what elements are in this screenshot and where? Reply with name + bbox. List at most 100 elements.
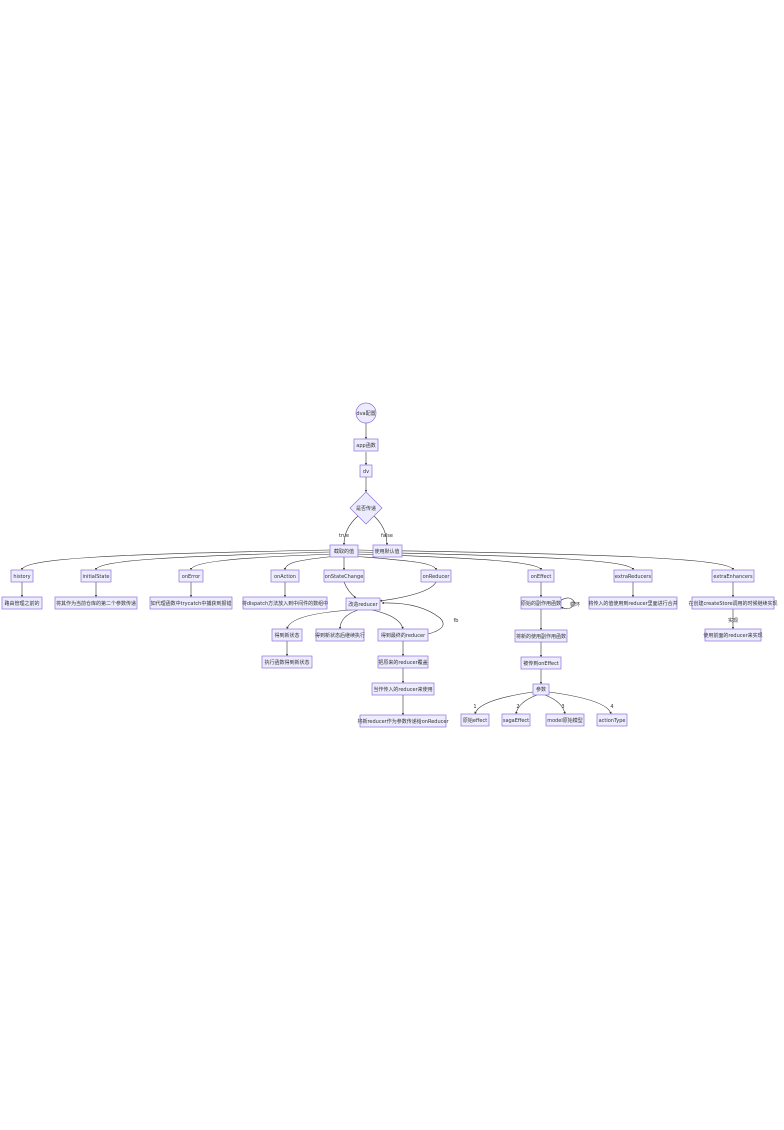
- node-initialstate-desc-label: 将其作为当前仓库的第二个参数传递: [56, 600, 136, 607]
- node-onstatechange-label: onStateChange: [325, 574, 364, 580]
- node-onerror: [178, 569, 204, 583]
- node-p3-label: model原始模型: [547, 717, 583, 724]
- node-r2: [315, 628, 365, 642]
- node-p1-label: 原始effect: [463, 717, 487, 724]
- node-onerror-desc-label: 如代理函数中trycatch中捕获到报错: [151, 600, 232, 607]
- node-r5-label: 当作传入的reducer来使用: [373, 686, 432, 693]
- node-onaction-desc: [242, 596, 328, 610]
- node-history-desc: [1, 596, 43, 610]
- node-defval-label: 使用默认值: [374, 548, 399, 555]
- edge-reducer-r1: [286, 609, 353, 630]
- edge-getval-onreducer: [351, 555, 438, 571]
- node-start-label: dva配置: [356, 411, 375, 417]
- label-n1: 1: [473, 704, 476, 710]
- node-onstatechange: [323, 569, 365, 583]
- label-impl: 实现: [728, 617, 738, 624]
- edge-getval-history: [20, 549, 331, 571]
- node-r6: [359, 714, 447, 728]
- node-p3: [545, 713, 585, 727]
- node-ef4-label: 参数: [536, 686, 546, 693]
- node-ef2: [514, 629, 568, 643]
- node-onaction-desc-label: 将dispatch方法放入到中间件的数组中: [242, 600, 328, 607]
- edge-ef4-p1: [474, 691, 534, 715]
- node-r3-label: 得到最终的reducer: [381, 632, 426, 639]
- node-getval: [329, 544, 359, 558]
- node-onreducer-label: onReducer: [423, 574, 451, 580]
- label-false: false: [381, 533, 393, 539]
- node-initialstate: [80, 569, 112, 583]
- node-r4-label: 把原来的reducer覆盖: [378, 659, 427, 666]
- node-p4: [596, 713, 628, 727]
- node-onreducer: [420, 569, 452, 583]
- node-r1b: [261, 655, 313, 669]
- edge-r3-loop: [381, 601, 444, 635]
- label-n4: 4: [610, 704, 613, 710]
- node-p1: [460, 713, 490, 727]
- edge-getval-onerror: [189, 553, 334, 571]
- node-oneffect-label: onEffect: [531, 574, 552, 580]
- node-dv: [359, 464, 373, 478]
- edge-getval-initialstate: [94, 551, 332, 571]
- edge-getval-extraenhancers: [357, 549, 735, 571]
- node-p2-label: sagaEffect: [503, 718, 529, 724]
- node-ef1: [520, 596, 562, 610]
- node-r5: [371, 682, 435, 696]
- node-check: [349, 491, 383, 525]
- label-fb: fb: [454, 618, 459, 624]
- label-true: true: [339, 533, 349, 539]
- node-ef4: [532, 683, 550, 696]
- edge-getval-extrareducers: [356, 551, 635, 571]
- node-extraenhancers-desc: [691, 596, 775, 610]
- node-r1b-label: 执行函数得到新状态: [264, 659, 309, 666]
- node-extrareducers-label: extraReducers: [615, 574, 652, 580]
- node-xe2-label: 使用前面的reducer来实现: [703, 632, 762, 639]
- edge-getval-onaction: [283, 555, 337, 571]
- edge-onreducer-reducer: [379, 581, 437, 602]
- node-r2-label: 得到新状态后继续执行: [315, 632, 365, 639]
- node-ef2-label: 将新的使用副作用函数: [516, 633, 566, 640]
- node-onaction-label: onAction: [274, 574, 296, 580]
- node-reducer-main: [345, 597, 381, 611]
- node-initialstate-desc: [54, 596, 138, 610]
- node-p2: [501, 713, 531, 727]
- edge-ef4-p3: [544, 694, 566, 715]
- node-ef3-label: 被传到onEffect: [523, 660, 559, 667]
- node-ef1-label: 原始的副作用函数: [521, 600, 561, 607]
- node-r1: [271, 628, 303, 642]
- node-app-label: app函数: [356, 442, 375, 449]
- node-extrareducers: [613, 569, 653, 583]
- node-onaction: [270, 569, 300, 583]
- node-initialstate-label: initialState: [83, 574, 110, 580]
- node-getval-label: 截取的值: [334, 548, 354, 555]
- node-defval: [372, 544, 403, 558]
- label-n2: 2: [516, 704, 519, 710]
- node-history-desc-label: 路由管理之前的: [4, 600, 39, 607]
- edge-check-defval: [373, 515, 389, 546]
- node-p4-label: actionType: [599, 718, 626, 724]
- node-r3: [377, 628, 429, 642]
- node-xe2: [704, 628, 762, 642]
- node-dv-label: dv: [363, 469, 369, 475]
- label-n3: 3: [561, 704, 564, 710]
- edge-reducer-r3: [371, 609, 404, 630]
- node-history: [10, 569, 34, 583]
- node-history-label: history: [13, 574, 30, 580]
- node-r1-label: 得到新状态: [274, 632, 299, 639]
- node-start: [355, 402, 377, 424]
- node-r4: [377, 655, 429, 669]
- node-ef3: [520, 656, 562, 670]
- edge-ef1-loop: [559, 597, 576, 610]
- node-onerror-desc: [149, 596, 233, 610]
- edge-ef4-p2: [515, 694, 538, 715]
- node-extraenhancers-label: extraEnhancers: [713, 574, 753, 580]
- node-extrareducers-desc-label: 将传入的值使用到reducer里面进行合并: [588, 600, 677, 607]
- node-check-label: 是否传递: [356, 505, 376, 512]
- node-extraenhancers-desc-label: 在创建createStore调用的时候继续实现: [688, 600, 777, 607]
- node-reducer-main-label: 改造reducer: [348, 601, 378, 608]
- node-r6-label: 将新reducer作为参数传递给onReducer: [357, 718, 449, 725]
- node-onerror-label: onError: [182, 574, 201, 580]
- node-extrareducers-desc: [588, 596, 678, 610]
- node-oneffect: [527, 569, 555, 583]
- edge-check-getval: [342, 515, 359, 546]
